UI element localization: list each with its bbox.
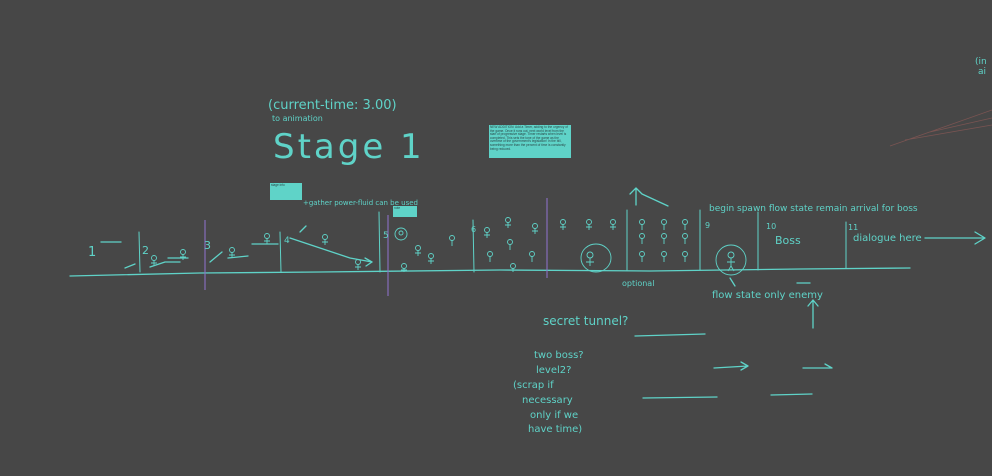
boss-spawn-note: begin spawn flow state remain arrival fo… <box>709 204 918 214</box>
flow-arrow <box>726 278 735 286</box>
animation-note: to animation <box>272 114 323 123</box>
scrap-note-line2: necessary <box>522 395 573 406</box>
stage-number-4: 4 <box>284 236 290 246</box>
level2-note: level2? <box>536 365 571 376</box>
scrap-note-line3: only if we <box>530 410 578 421</box>
stage-number-9: 9 <box>705 221 710 230</box>
stick-figures <box>151 217 747 276</box>
scrap-note-line1: (scrap if <box>513 380 554 391</box>
stage-number-6: 6 <box>471 225 476 234</box>
stage-divider <box>279 231 282 273</box>
flow-state-note: flow state only enemy <box>712 290 823 301</box>
dialogue-note: dialogue here <box>853 233 922 244</box>
up-arrow <box>629 187 669 207</box>
platforms <box>124 243 279 269</box>
stage-number-5: 5 <box>383 231 389 241</box>
ground-line <box>69 267 911 277</box>
sticky-note-small-a[interactable]: stage info <box>270 183 302 200</box>
arrow-stroke <box>299 225 307 233</box>
two-boss-note: two boss? <box>534 350 584 361</box>
stage-number-3: 3 <box>204 239 211 252</box>
arrow-path <box>289 237 373 263</box>
stage-number-2: 2 <box>142 244 149 257</box>
stage-divider <box>472 219 475 273</box>
stage-title: Stage 1 <box>273 127 425 167</box>
corner-note-line1: (in <box>975 57 987 67</box>
stage-number-10: 10 <box>766 222 776 231</box>
stage-divider <box>378 211 381 273</box>
corner-note-line2: ai <box>978 67 986 77</box>
boss-arrow <box>807 299 819 329</box>
stage-number-1: 1 <box>88 245 96 260</box>
sticky-note-small-b[interactable]: note <box>393 206 417 217</box>
arrow-head <box>364 257 373 267</box>
stage-divider <box>138 231 141 273</box>
power-note: +gather power-fluid can be used <box>303 199 418 207</box>
scrap-note-line4: have time) <box>528 424 582 435</box>
secret-tunnel-note: secret tunnel? <box>543 314 628 328</box>
next-arrow <box>924 231 986 245</box>
optional-label: optional <box>622 279 654 288</box>
faint-red-strokes <box>889 109 992 147</box>
boss-label: Boss <box>775 234 801 247</box>
sticky-note-main[interactable]: NEW ADDITION: Add a Timer, adding to the… <box>489 125 571 158</box>
loose-strokes <box>634 333 833 399</box>
time-note: (current-time: 3.00) <box>268 98 397 113</box>
stage-number-11: 11 <box>848 223 858 232</box>
